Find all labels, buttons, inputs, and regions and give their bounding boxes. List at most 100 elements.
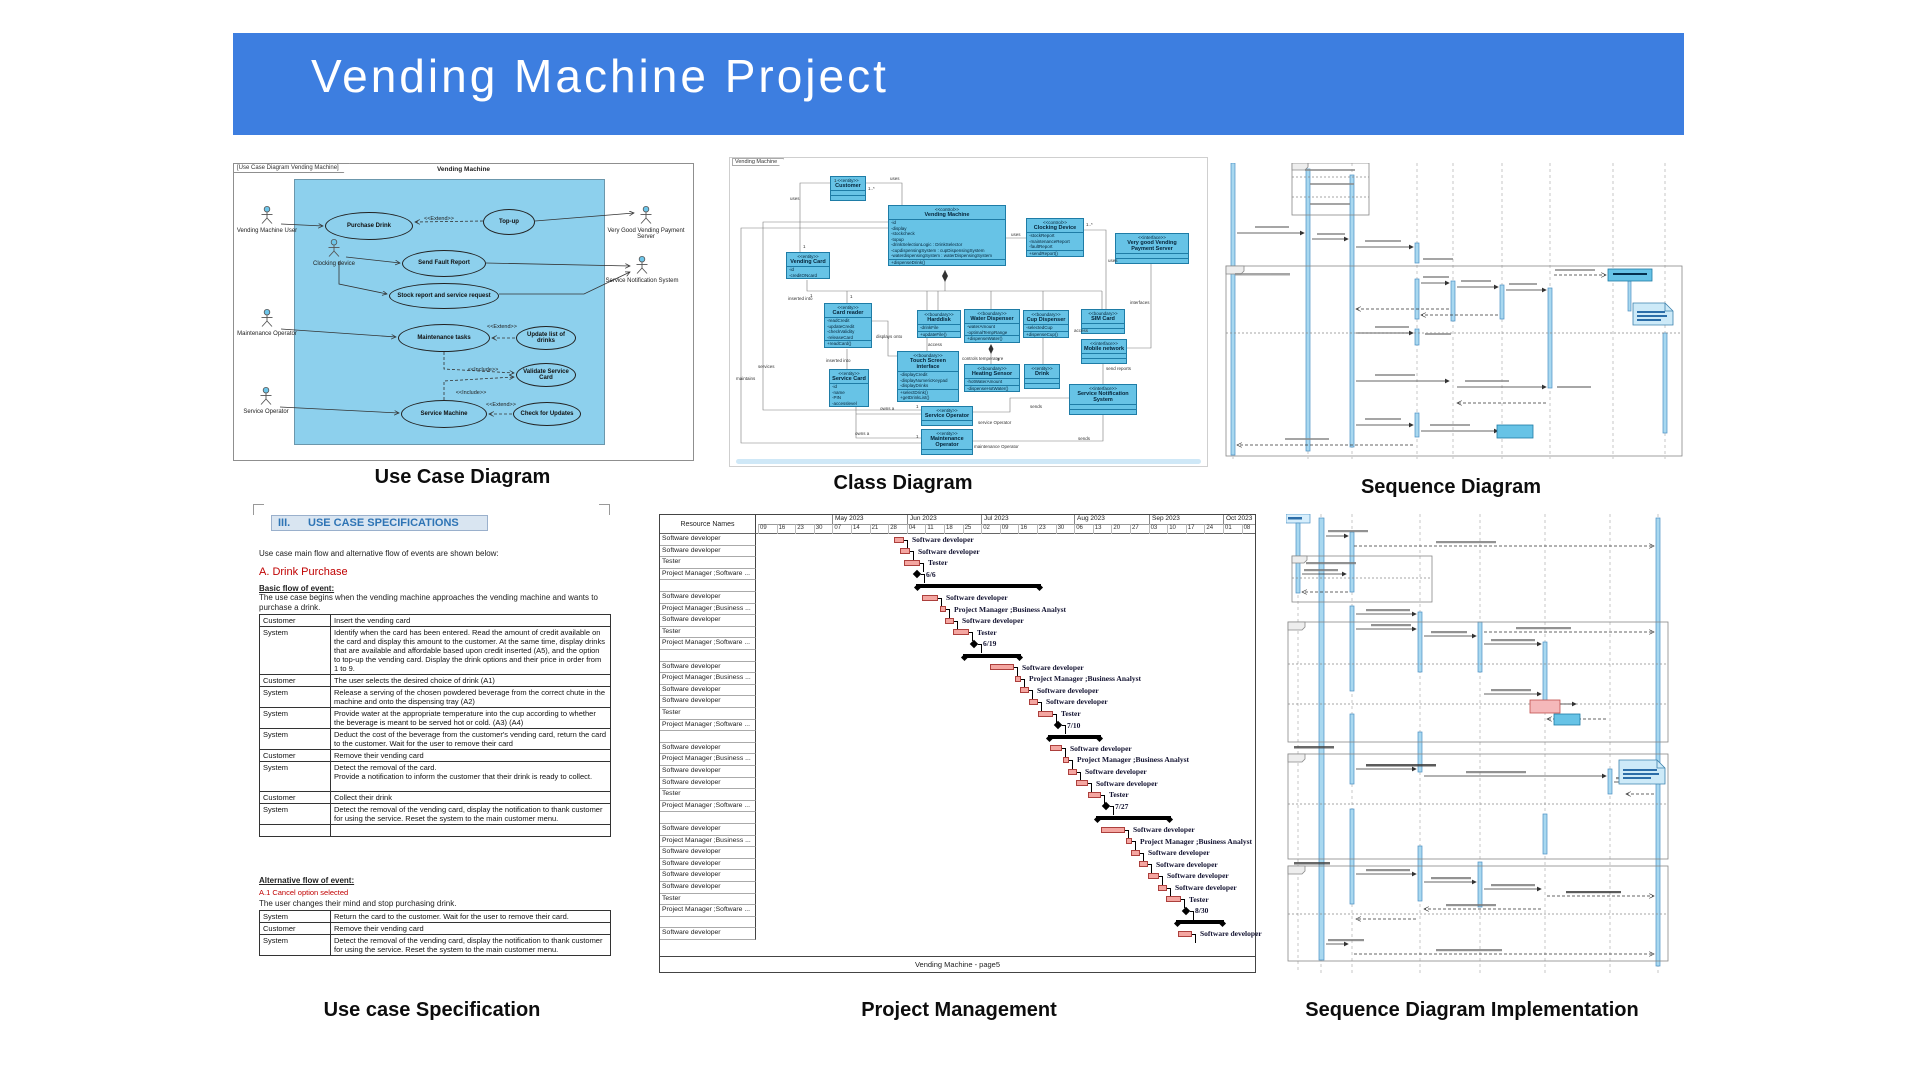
composition-diamond (942, 270, 948, 282)
gantt-task-bar (1068, 768, 1077, 775)
spec-heading: III. USE CASE SPECIFICATIONS (271, 515, 488, 531)
class-attr: -waterAmount (967, 324, 996, 329)
spec-description-cell: The user selects the desired choice of d… (334, 676, 495, 685)
class-empty-compartment (831, 195, 865, 200)
class-stereotype: <<boundary>> (913, 353, 943, 358)
gantt-task-bar (990, 664, 1014, 671)
gantt-month-Oct-2023: Oct 2023 (1223, 515, 1257, 524)
gantt-resource-cell: Software developer (660, 824, 756, 836)
class-attr: -id (891, 220, 897, 225)
actor-service-notification-system: Service Notification System (597, 256, 687, 284)
class-attributes: -readCredit-updateCredit-checkValidity-r… (825, 317, 871, 340)
gantt-bar-label: Tester (1109, 790, 1129, 800)
return-messages (1302, 546, 1654, 954)
stereotype-label: <<Include>> (455, 390, 487, 396)
gantt-link-connector (1192, 933, 1196, 943)
use-case-send-fault-report: Send Fault Report (402, 249, 486, 277)
gantt-milestone-diamond (969, 639, 979, 649)
class-name: Touch Screen interface (910, 358, 946, 370)
gantt-resource-cell: Software developer (660, 847, 756, 859)
relationship-label: access (1074, 328, 1089, 333)
class-name: Service Operator (924, 413, 970, 419)
gantt-summary-cap (1218, 920, 1227, 928)
caption-sequence[interactable]: Sequence Diagram (1360, 476, 1542, 498)
class-stereotype: <<interface>> (1089, 386, 1117, 391)
spec-description-cell: Remove their vending card (334, 751, 424, 760)
sequence-implementation-panel[interactable] (1285, 513, 1672, 973)
gantt-link-connector (1190, 910, 1194, 920)
title-banner[interactable]: Vending Machine Project (233, 33, 1684, 135)
actor-vending-machine-user: Vending Machine User (222, 206, 312, 234)
relationship-label: services (758, 364, 775, 369)
class-operations: +readCard() (825, 340, 871, 347)
sequence-diagram-panel[interactable] (1225, 162, 1685, 459)
class-stereotype: <<entity>> (837, 178, 859, 183)
class-attributes: -selectedCup (1024, 324, 1068, 331)
gantt-link-connector (1038, 701, 1042, 711)
gantt-week-tick: 18 (944, 524, 963, 534)
gantt-link-connector (978, 643, 982, 653)
gantt-header-divider (756, 533, 1255, 534)
stereotype-label: <<Extend>> (487, 324, 517, 330)
gantt-summary-cap (1095, 734, 1104, 742)
page-title: Vending Machine Project (311, 50, 889, 102)
actor-service-operator: Service Operator (221, 387, 311, 415)
spec-actor-cell: System (260, 729, 331, 749)
class-attr: -accesslevel (832, 400, 857, 406)
relationship-label: uses (1108, 258, 1118, 263)
gantt-resource-cell: Project Manager ;Software ... (660, 719, 756, 732)
use-case-spec-document[interactable]: III. USE CASE SPECIFICATIONS Use case ma… (251, 502, 612, 967)
gantt-link-connector (1148, 864, 1152, 874)
caption-gantt[interactable]: Project Management (861, 999, 1057, 1021)
class-stereotype: <<entity>> (838, 371, 860, 376)
gantt-link-connector (954, 620, 958, 630)
spec-description-cell: Detect the removal of the vending card, … (334, 805, 603, 823)
gantt-link-connector (969, 632, 973, 642)
class-mobile-network: <<interface>>Mobile network (1081, 339, 1127, 364)
class-attr: -display (891, 225, 907, 231)
gantt-resource-cell (660, 812, 756, 824)
relationship-label: displays onto (876, 334, 903, 339)
gantt-bar-label: Software developer (1148, 848, 1210, 858)
gantt-week-tick: 09 (999, 524, 1019, 534)
class-empty-compartment (1082, 323, 1124, 328)
class-name: Cup Dispenser (1026, 317, 1066, 323)
note-box (1618, 759, 1666, 785)
relationship-label: 1 (916, 404, 919, 409)
class-name: Clocking Device (1033, 225, 1077, 231)
class-stereotype: <<boundary>> (977, 311, 1007, 316)
class-attr: -faultReport (1029, 244, 1053, 249)
gantt-link-connector (1077, 771, 1081, 781)
class-diagram-panel[interactable]: Vending Machine <<entity>>Customer<<cont… (729, 157, 1208, 467)
use-case-diagram-panel[interactable]: [Use Case Diagram Vending Machine] Vendi… (233, 163, 694, 461)
class-name: Vending Card (790, 259, 826, 265)
gantt-week-tick: 16 (776, 524, 796, 534)
class-attr: -id (832, 384, 838, 389)
gantt-week-tick: 16 (1018, 524, 1037, 534)
gantt-resource-cell: Tester (660, 789, 756, 801)
class-panel-bottom-strip (736, 459, 1201, 464)
actor-maintenance-operator: Maintenance Operator (222, 309, 312, 337)
caption-spec[interactable]: Use case Specification (323, 999, 541, 1021)
gantt-week-tick: 08 (1241, 524, 1255, 534)
relationship-label: 1 (997, 357, 1000, 362)
gantt-summary-bar (1048, 734, 1101, 739)
gantt-week-tick: 20 (1111, 524, 1130, 534)
class-name: Heating Sensor (971, 371, 1013, 377)
class-stereotype: <<entity>> (1031, 366, 1053, 371)
caption-sequence-impl[interactable]: Sequence Diagram Implementation (1305, 999, 1639, 1021)
gantt-resource-cell: Software developer (660, 615, 756, 627)
relationship-label: uses (790, 196, 800, 201)
gantt-bar-label: Software developer (1037, 685, 1099, 695)
caption-class[interactable]: Class Diagram (833, 472, 973, 494)
class-op: +dispenseDrink() (891, 259, 926, 265)
gantt-link-connector (1101, 794, 1105, 804)
class-operations: +sendReport() (1027, 249, 1083, 257)
caption-use-case[interactable]: Use Case Diagram (374, 466, 551, 488)
class-very-good-vending-payment-server: <<interface>>Very good Vending Payment S… (1115, 233, 1189, 264)
relationship-label: 1 (850, 294, 853, 299)
